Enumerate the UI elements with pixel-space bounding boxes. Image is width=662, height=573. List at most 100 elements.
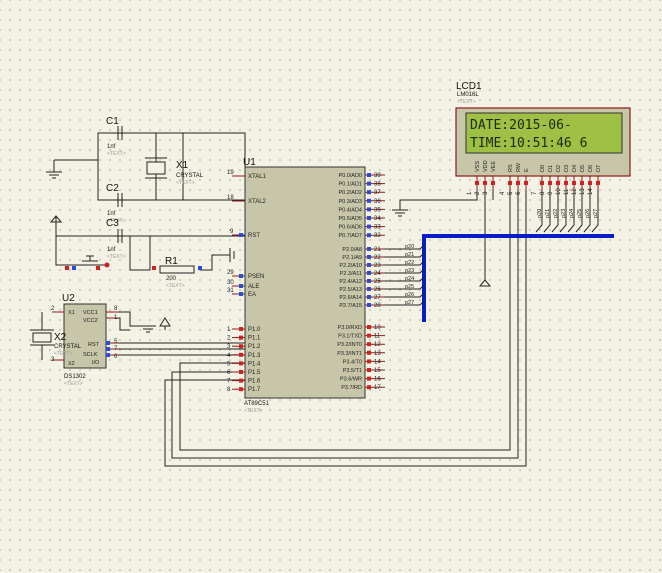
u1-pinnum-p0-6: 33: [374, 225, 381, 231]
crystal-x2[interactable]: X2 CRYSTAL <TEXT>: [30, 312, 82, 360]
u1-pinnum-p1-0: 1: [227, 327, 231, 333]
lcd-net-p25: p25: [577, 209, 583, 218]
svg-text:19: 19: [227, 170, 234, 176]
u2-part: DS1302: [64, 374, 86, 380]
lcd-lm016l[interactable]: LCD1 LM016L <TEXT> DATE:2015-06- TIME:10…: [455, 81, 631, 195]
lcd-line-2: TIME:10:51:46 6: [470, 136, 587, 151]
u1-pin-p1-2: P1.2: [248, 344, 261, 350]
u1-text-tag: <TEXT>: [244, 408, 263, 414]
lcd-pinnum-13: 13: [580, 188, 586, 195]
lcd-pinnum-10: 10: [556, 188, 562, 195]
lcd-pinnum-7: 7: [532, 191, 538, 195]
net-label-p25: p25: [405, 284, 414, 290]
net-label-p27: p27: [405, 300, 414, 306]
u1-pin-p2-7: P2.7/A15: [339, 303, 362, 309]
u1-pin-p3-5: P3.5/T1: [343, 368, 362, 374]
lcd-net-p24: p24: [569, 209, 575, 218]
net-label-p26: p26: [405, 292, 414, 298]
lcd-pin-d2: D2: [556, 165, 562, 172]
rtc-ds1302[interactable]: U2 X1 X2 VCC1 VCC2 RST SCLK I/O 2 3 8 1 …: [51, 293, 118, 387]
lcd-pinnum-9: 9: [548, 191, 554, 195]
u2-pin-sclk: SCLK: [83, 352, 98, 358]
reset-button[interactable]: [65, 255, 110, 270]
lcd-pins: VSS1VDD2VEE3RS4RW5E6D07D18D29D310D411D51…: [467, 160, 602, 195]
u1-port0-pins: 39P0.0/AD038P0.1/AD137P0.2/AD236P0.3/AD3…: [338, 173, 385, 239]
crystal-x1[interactable]: X1 CRYSTAL <TEXT>: [145, 157, 204, 186]
capacitor-c2[interactable]: C2 1nf <TEXT>: [106, 183, 132, 224]
lcd-net-p22: p22: [553, 209, 559, 218]
net-label-p20: p20: [405, 244, 414, 250]
u1-pinnum-p1-1: 2: [227, 336, 231, 342]
lcd-pin-d3: D3: [564, 165, 570, 172]
u1-pin-p2-5: P2.5/A13: [339, 287, 362, 293]
lcd-net-p23: p23: [561, 209, 567, 218]
u1-pin-p2-6: P2.6/A14: [339, 295, 362, 301]
u2-pinnum-6: 6: [114, 354, 118, 360]
x2-ref: X2: [54, 332, 67, 343]
lcd-pinnum-1: 1: [467, 191, 473, 195]
svg-text:XTAL1: XTAL1: [248, 174, 267, 180]
mcu-at89c51[interactable]: U1 AT89C51 <TEXT> XTAL1 XTAL2 RST PSEN A…: [227, 157, 425, 414]
u1-pinnum-p2-3: 24: [374, 271, 381, 277]
lcd-pin-vee: VEE: [491, 161, 497, 172]
u1-pinnum-p0-3: 36: [374, 199, 381, 205]
u1-ref: U1: [243, 157, 256, 168]
u1-pin-p2-1: P2.1/A9: [342, 255, 362, 261]
u1-pinnum-p3-6: 16: [374, 377, 381, 383]
u1-pinnum-p3-0: 10: [374, 325, 381, 331]
r1-text-tag: <TEXT>: [166, 283, 185, 289]
lcd-text-tag: <TEXT>: [457, 99, 476, 105]
x2-part: CRYSTAL: [54, 344, 82, 350]
u1-pin-p1-1: P1.1: [248, 336, 261, 342]
u1-pin-p1-7: P1.7: [248, 387, 261, 393]
net-label-p22: p22: [405, 260, 414, 266]
r1-value: 200: [166, 276, 177, 282]
x1-text-tag: <TEXT>: [176, 180, 195, 186]
svg-text:9: 9: [230, 229, 234, 235]
lcd-line-1: DATE:2015-06-: [470, 118, 572, 133]
net-label-p21: p21: [405, 252, 414, 258]
svg-text:ALE: ALE: [248, 284, 259, 290]
svg-text:31: 31: [227, 288, 234, 294]
x2-text-tag: <TEXT>: [54, 351, 73, 357]
u1-pinnum-p2-0: 21: [374, 247, 381, 253]
u1-pinnum-p1-3: 4: [227, 353, 231, 359]
u2-pin-x1: X1: [68, 310, 75, 316]
lcd-pinnum-5: 5: [508, 191, 514, 195]
svg-text:EA: EA: [248, 292, 256, 298]
resistor-r1[interactable]: R1 200 <TEXT>: [152, 256, 202, 289]
net-label-p24: p24: [405, 276, 414, 282]
u1-pinnum-p3-7: 17: [374, 385, 381, 391]
u2-pin-io: I/O: [92, 360, 100, 366]
u1-pin-p3-6: P3.6/WR: [340, 377, 362, 383]
lcd-pin-rw: RW: [516, 162, 522, 172]
u1-pinnum-p0-5: 34: [374, 216, 381, 222]
net-label-p23: p23: [405, 268, 414, 274]
u1-pinnum-p3-3: 13: [374, 351, 381, 357]
u1-pin-p1-4: P1.4: [248, 361, 261, 367]
svg-text:PSEN: PSEN: [248, 274, 264, 280]
lcd-pin-d6: D6: [588, 165, 594, 172]
lcd-pinnum-3: 3: [483, 191, 489, 195]
capacitor-c3[interactable]: C3 1nf <TEXT>: [106, 218, 132, 260]
lcd-pin-d0: D0: [540, 165, 546, 172]
data-bus[interactable]: [422, 234, 614, 322]
u1-pinnum-p1-6: 7: [227, 379, 231, 385]
lcd-pin-d4: D4: [572, 165, 578, 172]
u1-pin-p3-7: P3.7/RD: [341, 385, 362, 391]
capacitor-c1[interactable]: C1 1nf <TEXT>: [106, 116, 132, 157]
u1-pin-p2-4: P2.4/A12: [339, 279, 362, 285]
lcd-pinnum-2: 2: [475, 191, 481, 195]
u1-pinnum-p3-1: 11: [374, 334, 381, 340]
lcd-pinnum-14: 14: [588, 188, 594, 195]
u2-pinnum-8: 8: [114, 306, 118, 312]
u2-pin-x2: X2: [68, 361, 75, 367]
u1-part: AT89C51: [244, 401, 270, 407]
lcd-pin-vdd: VDD: [483, 160, 489, 172]
u1-pinnum-p1-2: 3: [227, 344, 231, 350]
u1-pin-p2-0: P2.0/A8: [342, 247, 362, 253]
lcd-part: LM016L: [457, 92, 479, 98]
